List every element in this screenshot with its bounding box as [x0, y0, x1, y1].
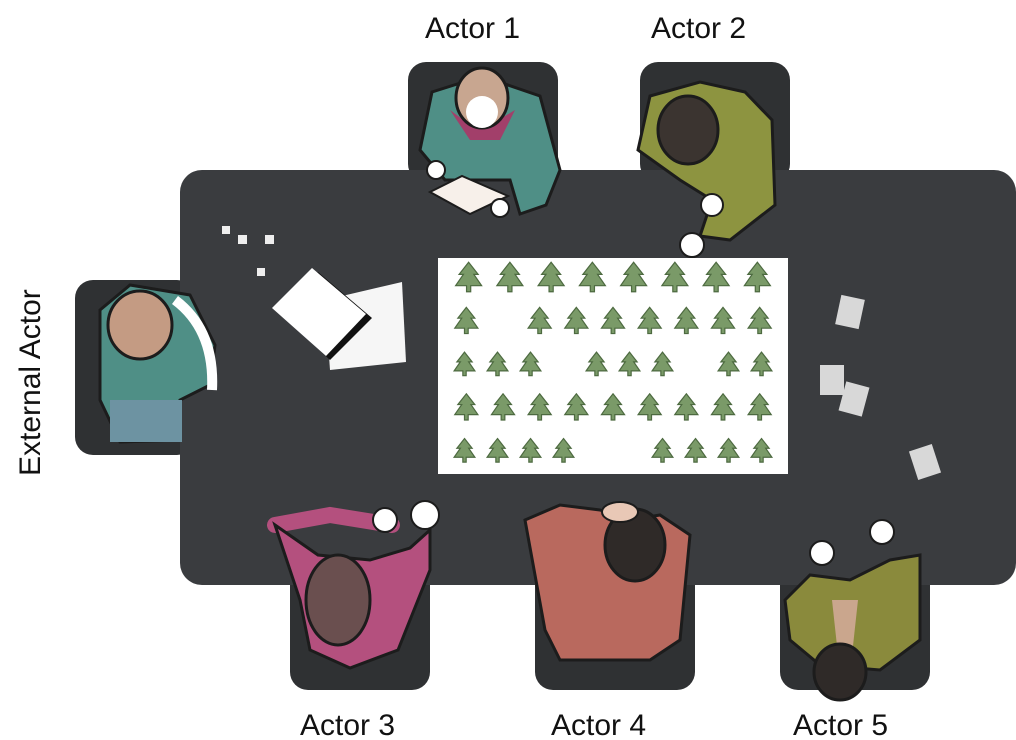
tree-token — [710, 392, 736, 421]
actor3-head — [304, 553, 372, 647]
actor1-notepad — [427, 174, 511, 216]
tree-token — [518, 437, 543, 463]
actor1-figure — [418, 66, 562, 218]
tree-token — [584, 351, 609, 377]
actor1-hand — [490, 198, 510, 218]
tree-token — [600, 306, 626, 335]
tree-token — [600, 392, 626, 421]
tree-token — [746, 306, 773, 335]
tree-token — [701, 261, 731, 293]
label-actor2: Actor 2 — [651, 12, 746, 45]
tree-token — [563, 306, 590, 335]
tree-token — [716, 351, 741, 377]
tree-token — [673, 392, 700, 421]
actor2-hand — [700, 193, 724, 217]
tree-token — [710, 306, 736, 335]
actor2-figure — [636, 80, 777, 258]
tree-token — [485, 351, 510, 377]
actor3-hand — [372, 507, 398, 533]
tree-token — [563, 392, 590, 421]
tree-token — [683, 437, 708, 463]
actor2-head — [656, 94, 720, 166]
tree-token — [518, 351, 543, 377]
card — [838, 381, 870, 417]
tree-token — [617, 351, 642, 377]
actor5-tie — [832, 600, 858, 655]
tree-token — [716, 437, 741, 463]
actor1-face — [466, 96, 498, 128]
tree-token — [452, 437, 477, 463]
actor3-arm — [267, 506, 400, 533]
actor5-hand — [809, 540, 835, 566]
tree-token — [578, 261, 607, 293]
actor2-hand — [679, 232, 705, 258]
tree-token — [526, 392, 553, 421]
label-actor1: Actor 1 — [425, 12, 520, 45]
tree-token — [660, 261, 690, 293]
tree-token — [636, 392, 663, 421]
tree-token — [454, 261, 483, 293]
external-legs — [110, 400, 182, 442]
actor5-hand — [869, 519, 895, 545]
tree-token — [650, 437, 675, 463]
label-actor3: Actor 3 — [300, 709, 395, 740]
card — [908, 444, 942, 480]
table-items — [222, 226, 942, 480]
tree-token — [453, 306, 480, 335]
card — [820, 365, 844, 395]
paper-sheet-top — [272, 268, 366, 356]
die — [265, 235, 274, 244]
label-actor4: Actor 4 — [551, 709, 646, 740]
tree-token — [452, 351, 477, 377]
tree-token — [749, 437, 774, 463]
card — [835, 294, 865, 330]
die — [257, 268, 265, 276]
tree-token — [453, 392, 480, 421]
actor4-hands — [601, 501, 639, 523]
external-head — [106, 289, 174, 361]
external-actor-figure — [98, 283, 218, 444]
tree-token — [490, 392, 516, 421]
actor3-hand — [410, 500, 440, 530]
tree-token — [536, 261, 566, 293]
actor3-figure — [267, 500, 440, 670]
actor5-head — [812, 642, 868, 702]
tree-token — [619, 261, 648, 293]
tree-token — [749, 351, 774, 377]
die — [238, 235, 247, 244]
tree-token — [495, 261, 525, 293]
die — [222, 226, 230, 234]
external-arm — [171, 296, 218, 391]
actor1-hand — [426, 160, 446, 180]
tree-token — [526, 306, 553, 335]
tree-token — [551, 437, 576, 463]
tree-token — [636, 306, 663, 335]
tree-token — [673, 306, 700, 335]
label-external-actor: External Actor — [14, 289, 47, 476]
tree-token — [650, 351, 675, 377]
tree-token — [743, 261, 772, 293]
tree-grid — [452, 261, 774, 463]
tree-token — [485, 437, 510, 463]
actor4-figure — [523, 501, 692, 662]
label-actor5: Actor 5 — [793, 709, 888, 740]
tree-token — [746, 392, 773, 421]
actor5-figure — [783, 519, 922, 702]
